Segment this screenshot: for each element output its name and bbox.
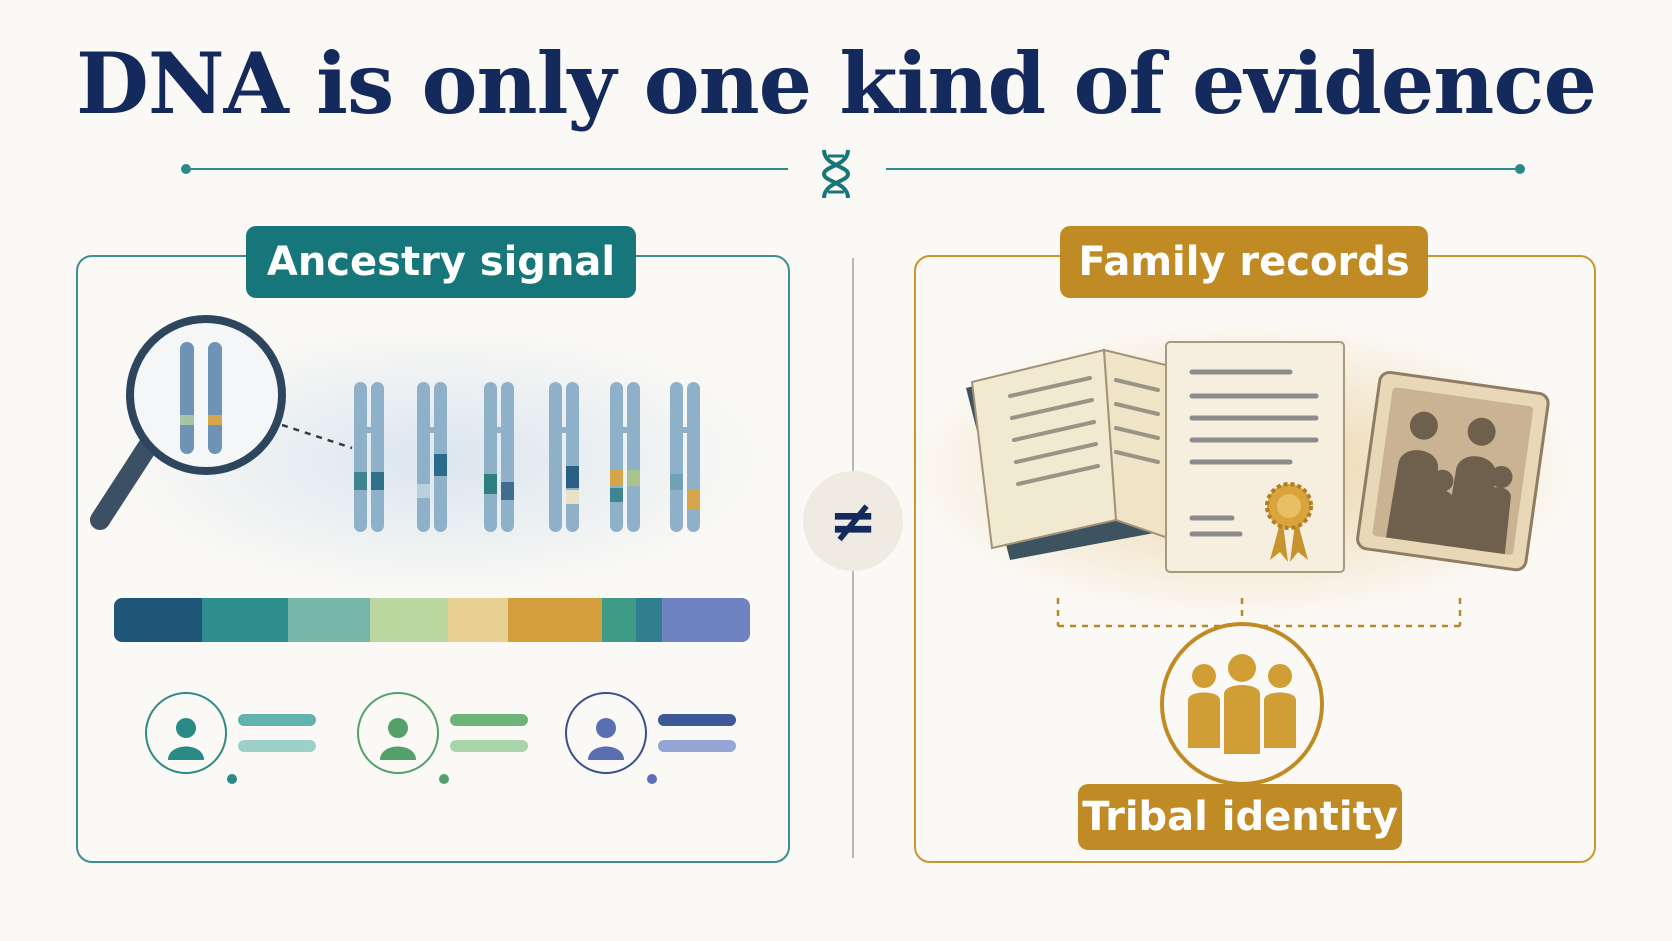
ancestry-signal-label: Ancestry signal (246, 226, 636, 298)
person-entry (357, 692, 528, 784)
chromosome-icon (549, 382, 579, 532)
dna-icon (821, 149, 851, 199)
person-entry (145, 692, 316, 784)
divider-dot-right (1515, 164, 1525, 174)
ancestry-bar (114, 598, 750, 642)
group-icon (1160, 622, 1324, 786)
magnifier-icon (90, 315, 353, 530)
seal-icon (1265, 482, 1313, 562)
chromosome-icon (670, 382, 700, 532)
connector-lines (1056, 598, 1462, 636)
divider-line-left (186, 168, 788, 170)
certificate-icon (1165, 341, 1345, 573)
person-entry (565, 692, 736, 784)
not-equal-icon: ≠ (803, 471, 903, 571)
family-records-label: Family records (1060, 226, 1428, 298)
chromosome-icon (484, 382, 514, 532)
chromosome-row (354, 382, 700, 532)
chromosome-icon (354, 382, 384, 532)
book-icon (966, 348, 1172, 560)
chromosome-icon (417, 382, 447, 532)
family-photo-icon (1356, 370, 1550, 572)
page-title: DNA is only one kind of evidence (76, 34, 1597, 133)
divider-line-right (886, 168, 1518, 170)
tribal-identity-label: Tribal identity (1078, 784, 1402, 850)
chromosome-icon (610, 382, 640, 532)
